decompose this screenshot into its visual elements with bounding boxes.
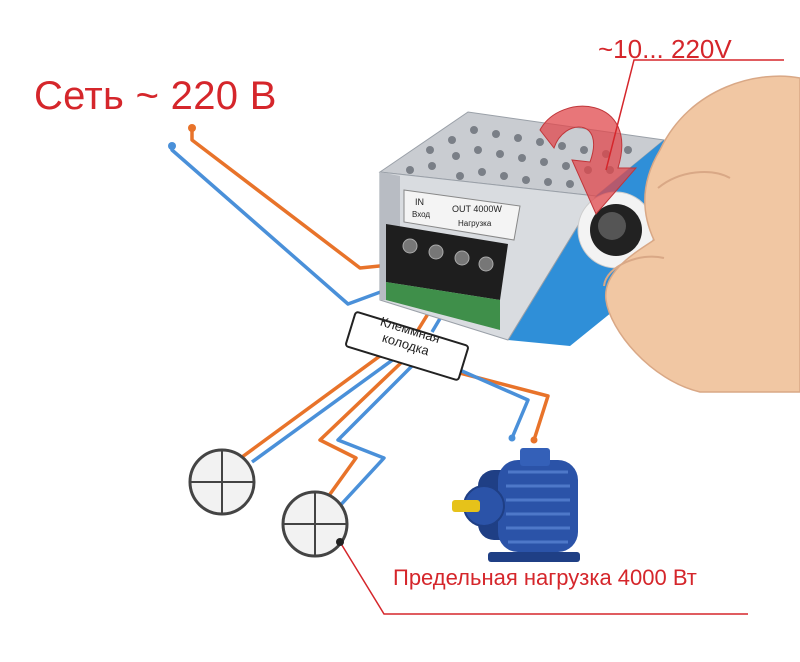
- device-out-sub-label: Нагрузка: [458, 219, 492, 228]
- lamp1-wire-orange: [238, 350, 388, 460]
- max-load-label: Предельная нагрузка 4000 Вт: [393, 565, 697, 591]
- lamp-1: [190, 450, 254, 514]
- device-out-label: OUT 4000W: [452, 204, 502, 214]
- output-range-label: ~10... 220V: [598, 34, 732, 65]
- device-in-label: IN: [415, 197, 424, 207]
- lamp1-wire-blue: [252, 356, 398, 462]
- lamp-2: [283, 492, 347, 556]
- motor-wire-orange: [456, 372, 548, 440]
- electric-motor-image: [452, 448, 580, 562]
- mains-voltage-label: Сеть ~ 220 В: [34, 74, 277, 119]
- device-in-sub-label: Вход: [412, 210, 430, 219]
